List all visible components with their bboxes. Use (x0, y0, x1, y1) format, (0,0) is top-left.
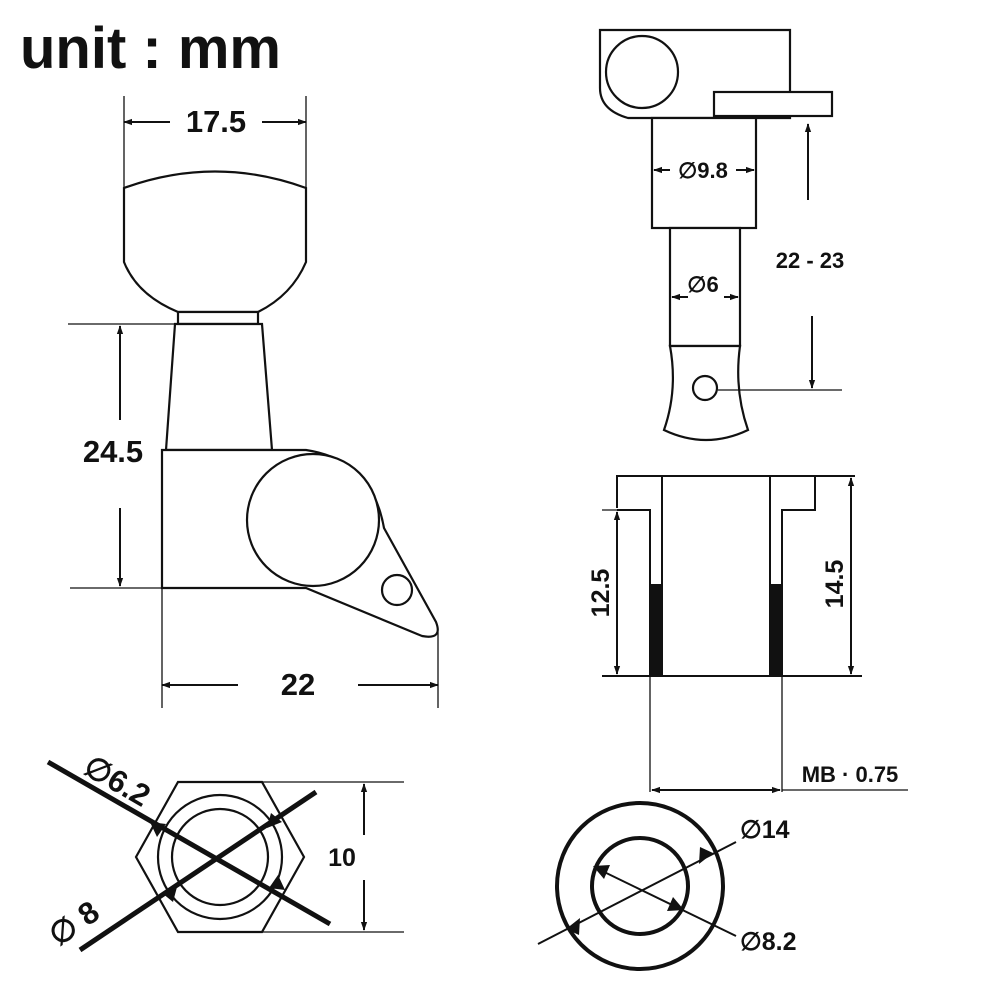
side-view: 17.5 24.5 22 (68, 96, 439, 708)
tuner-knob (122, 170, 308, 314)
leader-arrow (162, 887, 177, 902)
knob-width-label: 17.5 (186, 104, 246, 139)
height-range-label: 22 - 23 (776, 248, 845, 273)
inner-diameter-leader (46, 759, 332, 927)
leader-arrow (269, 875, 285, 890)
leader-arrow (150, 822, 166, 837)
outer-height-label: 14.5 (821, 560, 849, 609)
across-flats-label: 10 (328, 844, 356, 872)
head-hole (604, 34, 680, 110)
post-shaft (668, 226, 742, 348)
outer-diameter-label: ∅ 8 (42, 894, 105, 953)
leader-arrow (667, 897, 684, 911)
gear-cover (245, 452, 381, 588)
mounting-hole (380, 573, 414, 607)
thread-hatch-right (770, 584, 782, 676)
post-view: ∅9.8 ∅6 22 - 23 (598, 28, 845, 442)
tuner-neck (164, 322, 274, 452)
leader-arrow (566, 918, 580, 935)
thread-label: MB · 0.75 (802, 762, 899, 787)
washer-inner (590, 836, 690, 936)
hex-nut: 10 ∅6.2 ∅ 8 (42, 748, 404, 953)
washer-inner-leader (595, 867, 737, 937)
knob-collar (176, 310, 260, 326)
head-tab (712, 90, 834, 118)
shaft-diameter-label: ∅6 (687, 272, 718, 297)
unit-title: unit : mm (20, 16, 281, 81)
leader-arrow (593, 865, 610, 879)
string-hole (691, 374, 719, 402)
leader-arrow (699, 847, 713, 864)
leader-arrow (267, 813, 282, 828)
post-diameter-label: ∅9.8 (678, 158, 728, 183)
thread-hatch-left (650, 584, 662, 676)
height-label: 24.5 (83, 434, 143, 469)
base-length-label: 22 (281, 667, 315, 702)
inner-height-label: 12.5 (587, 569, 615, 618)
washer-outer-label: ∅14 (740, 816, 790, 844)
post-body (650, 116, 758, 230)
washer: ∅14 ∅8.2 (537, 801, 797, 971)
washer-inner-label: ∅8.2 (740, 928, 797, 956)
bushing-profile (615, 476, 855, 676)
bushing-section: 12.5 14.5 MB · 0.75 (587, 475, 908, 794)
